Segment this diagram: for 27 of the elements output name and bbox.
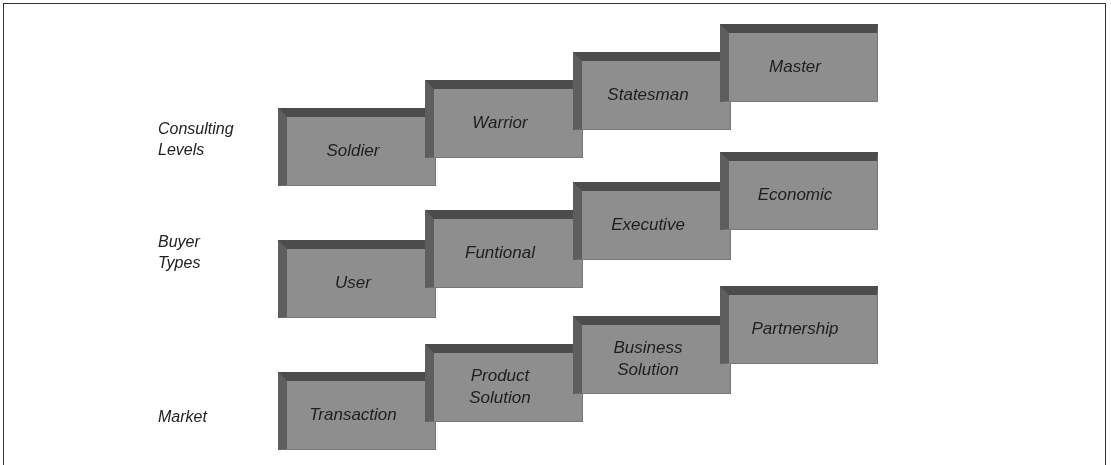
block-label: Economic <box>757 184 833 206</box>
block-label: Soldier <box>326 140 380 162</box>
block-label: Executive <box>611 214 685 236</box>
step-block <box>278 108 436 186</box>
row-label: Consulting Levels <box>158 119 235 160</box>
step-block <box>573 316 731 394</box>
step-block <box>425 344 583 422</box>
step-block <box>278 372 436 450</box>
block-label: Statesman <box>607 84 689 106</box>
row-label: Market <box>158 407 209 427</box>
step-block <box>278 240 436 318</box>
step-block <box>425 210 583 288</box>
block-label: Partnership <box>751 318 839 340</box>
step-block <box>573 182 731 260</box>
step-block <box>573 52 731 130</box>
block-label: Funtional <box>465 242 535 264</box>
block-label: Business Solution <box>612 337 684 381</box>
block-label: Product Solution <box>468 365 532 409</box>
block-label: Transaction <box>309 404 397 426</box>
block-label: Warrior <box>472 112 528 134</box>
step-block <box>425 80 583 158</box>
step-block <box>720 286 878 364</box>
block-label: Master <box>769 56 821 78</box>
block-label: User <box>335 272 371 294</box>
step-block <box>720 24 878 102</box>
row-label: Buyer Types <box>158 232 202 273</box>
step-block <box>720 152 878 230</box>
